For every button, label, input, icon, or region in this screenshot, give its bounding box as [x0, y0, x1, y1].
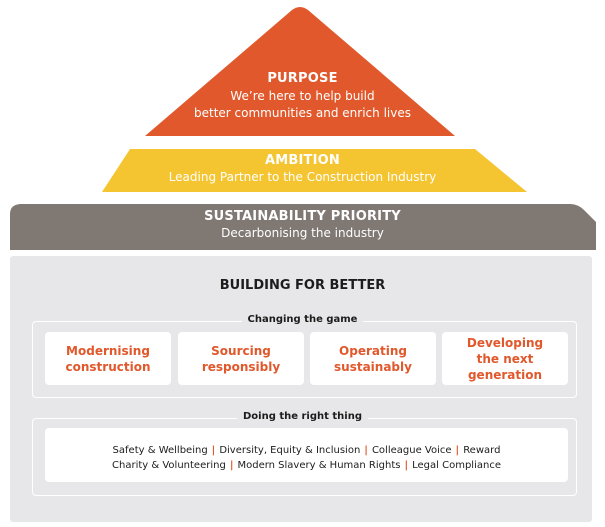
- value-item: Legal Compliance: [412, 460, 501, 471]
- changing-the-game-label: Changing the game: [0, 314, 605, 325]
- card-operating-sustainably: Operating sustainably: [310, 332, 436, 385]
- value-separator: |: [455, 445, 460, 456]
- card-developing-next-generation: Developing the next generation: [442, 332, 568, 385]
- value-item: Diversity, Equity & Inclusion: [219, 445, 361, 456]
- building-for-better-title: BUILDING FOR BETTER: [219, 278, 386, 293]
- sustainability-subtitle: Decarbonising the industry: [221, 226, 384, 240]
- sustainability-title: SUSTAINABILITY PRIORITY: [204, 209, 401, 224]
- card-sourcing-responsibly: Sourcing responsibly: [178, 332, 304, 385]
- ambition-text-block: AMBITION Leading Partner to the Construc…: [0, 153, 605, 186]
- sustainability-text-block: SUSTAINABILITY PRIORITY Decarbonising th…: [0, 209, 605, 242]
- purpose-line-2: better communities and enrich lives: [194, 106, 411, 120]
- card-label: Sourcing responsibly: [201, 343, 281, 374]
- purpose-tier: [145, 7, 455, 136]
- sustainability-tier: [10, 204, 596, 250]
- card-modernising-construction: Modernising construction: [45, 332, 171, 385]
- value-item: Modern Slavery & Human Rights: [237, 460, 401, 471]
- card-label: Operating sustainably: [334, 343, 412, 374]
- value-item: Safety & Wellbeing: [112, 445, 208, 456]
- value-separator: |: [229, 460, 234, 471]
- value-item: Reward: [463, 445, 501, 456]
- values-row-2: Charity & Volunteering|Modern Slavery & …: [45, 460, 568, 471]
- value-item: Charity & Volunteering: [112, 460, 226, 471]
- ambition-title: AMBITION: [265, 153, 340, 168]
- purpose-line-1: We’re here to help build: [230, 89, 375, 103]
- value-separator: |: [364, 445, 368, 456]
- value-item: Colleague Voice: [371, 445, 452, 456]
- ambition-tier: [102, 149, 527, 192]
- value-separator: |: [404, 460, 409, 471]
- value-separator: |: [211, 445, 216, 456]
- purpose-title: PURPOSE: [267, 71, 338, 86]
- doing-the-right-thing-label: Doing the right thing: [0, 411, 605, 422]
- purpose-text-block: PURPOSE We’re here to help build better …: [0, 71, 605, 122]
- card-label: Modernising construction: [65, 343, 151, 374]
- values-row-1: Safety & Wellbeing|Diversity, Equity & I…: [45, 445, 568, 456]
- card-label: Developing the next generation: [466, 335, 544, 382]
- doing-the-right-thing-label-text: Doing the right thing: [236, 411, 369, 422]
- ambition-subtitle: Leading Partner to the Construction Indu…: [168, 170, 437, 184]
- values-box: Safety & Wellbeing|Diversity, Equity & I…: [45, 428, 568, 482]
- changing-the-game-label-text: Changing the game: [241, 314, 364, 325]
